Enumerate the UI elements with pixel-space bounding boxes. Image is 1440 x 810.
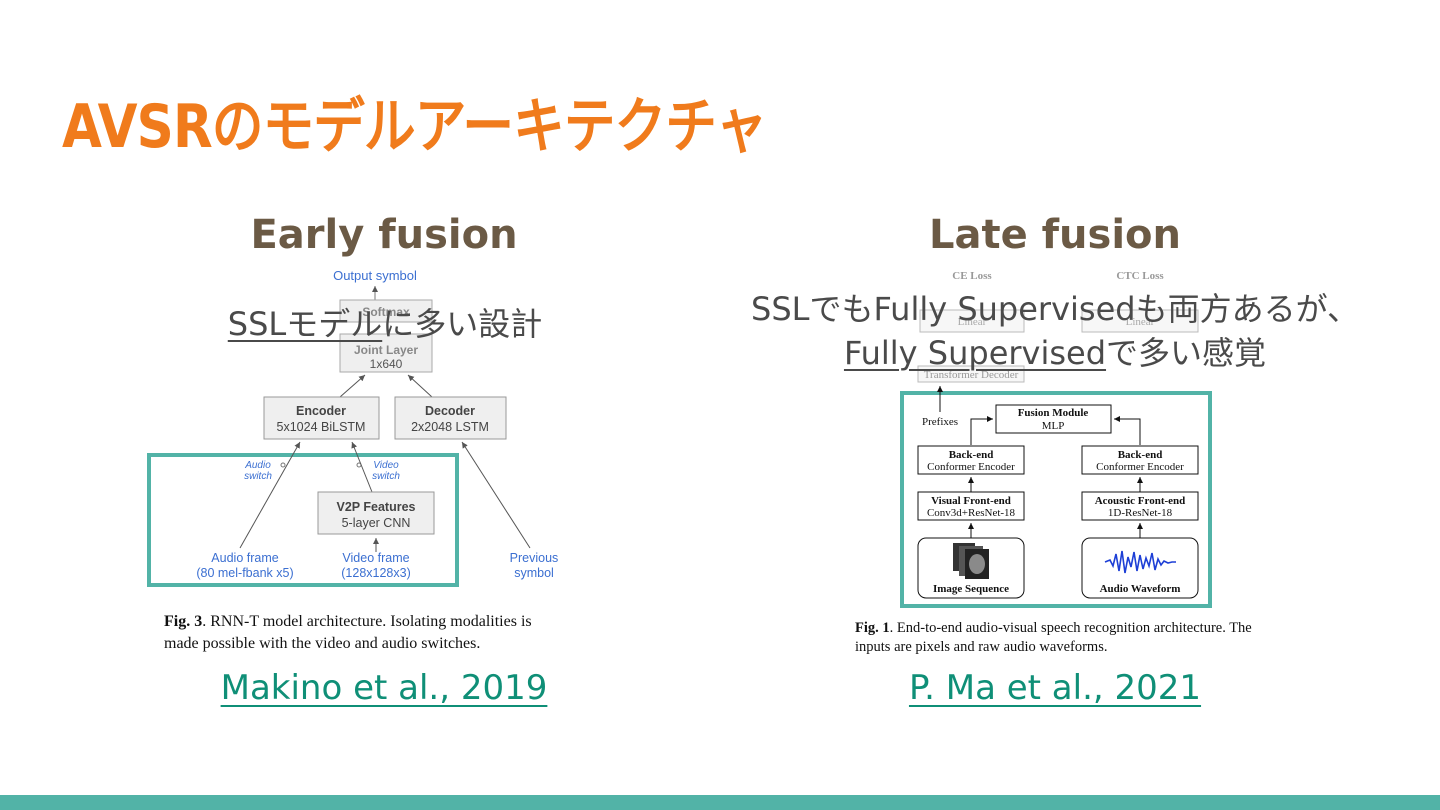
caption-line2-right: inputs are pixels and raw audio waveform… — [855, 639, 1108, 655]
video-frame-label-2: (128x128x3) — [341, 566, 411, 580]
overlay-rest-right: で多い感覚 — [1106, 334, 1267, 372]
backend-sub-right: Conformer Encoder — [1096, 461, 1184, 473]
ctc-loss-label: CTC Loss — [1116, 270, 1164, 282]
late-fusion-heading: Late fusion — [928, 212, 1181, 258]
visual-frontend-box — [917, 491, 1025, 521]
fusion-module-title: Fusion Module — [1018, 407, 1089, 419]
output-symbol-label: Output symbol — [333, 268, 417, 283]
caption-label-right: Fig. 1 — [855, 620, 890, 636]
linear-box-right — [1081, 309, 1199, 333]
slide-title: AVSRのモデルアーキテクチャ — [62, 92, 767, 162]
joint-layer-label: Joint Layer — [354, 343, 418, 357]
previous-symbol-label-1: Previous — [510, 551, 559, 565]
ma-citation-link[interactable]: P. Ma et al., 2021 — [908, 668, 1202, 708]
previous-symbol-label-2: symbol — [514, 566, 554, 580]
joint-layer-dim: 1x640 — [370, 357, 403, 371]
acoustic-frontend-title: Acoustic Front-end — [1095, 495, 1186, 507]
encoder-box — [263, 396, 380, 440]
transformer-decoder-label: Transformer Decoder — [924, 369, 1019, 381]
audio-switch-label-1: Audio — [244, 460, 271, 471]
late-fusion-overlay-text: SSLでもFully Supervisedも両方あるが、 Fully Super… — [735, 287, 1375, 375]
face-frames-icon — [953, 543, 989, 579]
fusion-module-box — [995, 404, 1112, 434]
caption-line2-left: made possible with the video and audio s… — [164, 635, 481, 652]
overlay-rest-left: に多い設計 — [382, 305, 543, 343]
image-sequence-label: Image Sequence — [933, 583, 1009, 595]
softmax-label: Softmax — [362, 305, 410, 319]
transformer-decoder-box — [917, 365, 1025, 383]
visual-frontend-sub: Conv3d+ResNet-18 — [927, 507, 1016, 519]
audio-switch-label-2: switch — [244, 471, 272, 482]
backend-title-right: Back-end — [1118, 449, 1163, 461]
late-fusion-highlight — [900, 391, 1212, 608]
video-switch-label-1: Video — [373, 460, 399, 471]
encoder-label: Encoder — [296, 404, 346, 418]
softmax-box — [339, 299, 433, 323]
overlay-line1-right: SSLでもFully Supervisedも両方あるが、 — [751, 290, 1359, 328]
makino-citation-link[interactable]: Makino et al., 2019 — [220, 668, 548, 708]
audio-frame-label-2: (80 mel-fbank x5) — [196, 566, 293, 580]
video-frame-label-1: Video frame — [342, 551, 409, 565]
fusion-module-sub: MLP — [1042, 420, 1065, 432]
v2p-dim: 5-layer CNN — [342, 516, 411, 530]
audio-switch-icon — [280, 462, 286, 468]
v2p-box — [317, 491, 435, 535]
early-fusion-highlight — [147, 453, 459, 587]
audio-waveform-label: Audio Waveform — [1100, 583, 1181, 595]
early-fusion-figure: Output symbol Softmax Joint Layer 1x640 … — [140, 262, 580, 592]
early-fusion-caption: Fig. 3. RNN-T model architecture. Isolat… — [164, 611, 614, 655]
encoder-dim: 5x1024 BiLSTM — [277, 420, 366, 434]
visual-frontend-title: Visual Front-end — [931, 495, 1011, 507]
joint-layer-box — [339, 333, 433, 373]
linear-label-right: Linear — [1126, 316, 1155, 328]
video-switch-label-2: switch — [372, 471, 400, 482]
late-fusion-caption: Fig. 1. End-to-end audio-visual speech r… — [855, 619, 1275, 657]
ssl-model-link[interactable]: SSLモデル — [227, 305, 383, 343]
backend-box-right — [1081, 445, 1199, 475]
decoder-dim: 2x2048 LSTM — [411, 420, 489, 434]
linear-label-left: Linear — [958, 316, 987, 328]
acoustic-frontend-box — [1081, 491, 1199, 521]
caption-label-left: Fig. 3 — [164, 613, 203, 630]
linear-box-left — [919, 309, 1025, 333]
decoder-label: Decoder — [425, 404, 475, 418]
backend-title-left: Back-end — [949, 449, 994, 461]
early-fusion-overlay-text: SSLモデルに多い設計 — [140, 302, 630, 346]
ce-loss-label: CE Loss — [952, 270, 992, 282]
caption-line1-left: . RNN-T model architecture. Isolating mo… — [202, 613, 532, 630]
decoder-box — [394, 396, 507, 440]
backend-sub-left: Conformer Encoder — [927, 461, 1015, 473]
acoustic-frontend-sub: 1D-ResNet-18 — [1108, 507, 1173, 519]
fully-supervised-link[interactable]: Fully Supervised — [843, 334, 1107, 372]
waveform-icon — [1104, 550, 1176, 574]
caption-line1-right: . End-to-end audio-visual speech recogni… — [889, 620, 1252, 636]
audio-waveform-box — [1081, 537, 1199, 599]
backend-box-left — [917, 445, 1025, 475]
v2p-label: V2P Features — [337, 500, 416, 514]
bottom-accent-bar — [0, 795, 1440, 810]
prefixes-label: Prefixes — [922, 416, 958, 428]
late-fusion-figure: CE Loss CTC Loss Linear Linear Transform… — [900, 262, 1220, 612]
audio-frame-label-1: Audio frame — [211, 551, 278, 565]
early-fusion-heading: Early fusion — [250, 212, 518, 258]
